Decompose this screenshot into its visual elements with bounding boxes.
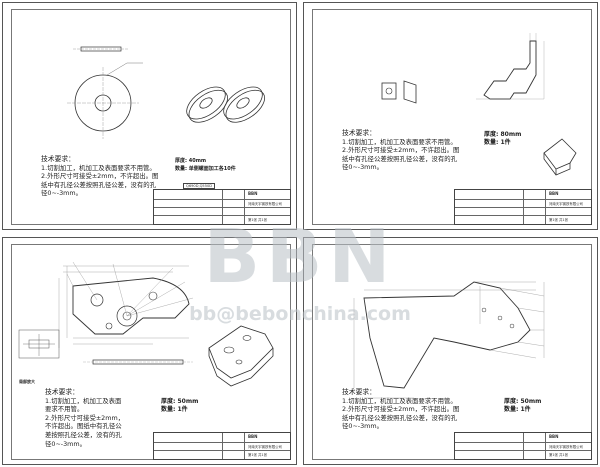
note-line: 1.切割加工，机加工及表面要求不用管。 — [342, 137, 457, 146]
note-line: 1.切割加工，机加工及表面要求不用管。 — [41, 163, 156, 172]
drawing-sheet-1: 技术要求： 1.切割加工，机加工及表面要求不用管。 2.外形尺寸可接受±2mm，… — [2, 2, 297, 230]
note-line: 2.外形尺寸可接受±2mm， — [45, 413, 125, 422]
thickness-label: 厚度: 50mm — [504, 398, 542, 405]
note-line: 径0~-3mm。 — [342, 163, 384, 172]
notes-title: 技术要求： — [342, 388, 376, 396]
notes-title: 技术要求： — [45, 388, 79, 396]
part-drawing-washer — [67, 46, 265, 139]
note-line: 1.切割加工，机加工及表面要求不用管。 — [342, 396, 457, 405]
notes-title: 技术要求： — [342, 129, 376, 137]
spec-block: 厚度: 80mm 数量: 1件 — [484, 131, 521, 147]
note-line: 纸中有孔径公差按照孔径公差，没有的孔 — [41, 180, 157, 189]
thickness-label: 厚度: 80mm — [484, 131, 522, 138]
technical-requirements: 技术要求： 1.切割加工，机加工及表面 要求不用管。 2.外形尺寸可接受±2mm… — [45, 388, 155, 448]
note-line: 径0~-3mm。 — [342, 422, 384, 431]
detail-label: 局部放大 — [19, 379, 35, 384]
title-block: BBN 河南天宇钢铁有限公司 第1张 共1张 — [454, 189, 592, 225]
spec-block: 厚度: 40mm 数量: 单侧螺面加工各10件 — [175, 157, 236, 173]
technical-requirements: 技术要求： 1.切割加工，机加工及表面要求不用管。 2.外形尺寸可接受±2mm，… — [41, 155, 181, 198]
sheet-border — [312, 9, 592, 225]
note-line: 纸中有孔径公差按照孔径公差，没有的孔 — [342, 413, 458, 422]
thickness-label: 厚度: 40mm — [175, 158, 207, 164]
title-block: BBN 河南天宇钢铁有限公司 第1张 共1张 — [454, 432, 592, 460]
note-line: 径0~-3mm。 — [45, 439, 87, 448]
title-block-logo: BBN — [549, 434, 559, 439]
title-block-logo: BBN — [248, 434, 258, 439]
title-block: BBN 河南天宇钢铁有限公司 第1张 共1张 — [153, 189, 291, 225]
quantity-label: 数量: 1件 — [504, 406, 531, 413]
drawing-sheet-4: 技术要求： 1.切割加工，机加工及表面要求不用管。 2.外形尺寸可接受±2mm，… — [303, 237, 598, 465]
note-line: 要求不用管。 — [45, 405, 84, 414]
notes-title: 技术要求： — [41, 155, 75, 163]
note-line: 径0~-3mm。 — [41, 189, 83, 198]
drawing-sheet-2: 技术要求： 1.切割加工，机加工及表面要求不用管。 2.外形尺寸可接受±2mm，… — [303, 2, 598, 230]
title-block-logo: BBN — [549, 191, 559, 196]
sheet-border — [11, 244, 291, 460]
title-block-sheet-no: 第1张 共1张 — [549, 218, 568, 222]
title-block-company: 河南天宇钢铁有限公司 — [549, 445, 583, 449]
material-tag: Q690D,Q550D — [183, 183, 216, 189]
note-line: 1.切割加工，机加工及表面 — [45, 396, 122, 405]
sheet-border — [11, 9, 291, 225]
note-line: 2.外形尺寸可接受±2mm，不许超出。图 — [342, 405, 460, 414]
note-line: 2.外形尺寸可接受±2mm，不许超出。图 — [342, 146, 460, 155]
part-drawing-blade — [353, 281, 545, 399]
title-block-company: 河南天宇钢铁有限公司 — [248, 202, 282, 206]
sheet-border — [312, 244, 592, 460]
title-block-sheet-no: 第1张 共1张 — [248, 218, 267, 222]
title-block: BBN 河南天宇钢铁有限公司 第1张 共1张 — [153, 432, 291, 460]
thickness-label: 厚度: 50mm — [161, 398, 199, 405]
spec-block: 厚度: 50mm 数量: 1件 — [504, 398, 541, 414]
quantity-label: 数量: 单侧螺面加工各10件 — [175, 166, 236, 172]
note-line: 纸中有孔径公差按照孔径公差，没有的孔 — [342, 154, 458, 163]
title-block-sheet-no: 第1张 共1张 — [248, 453, 267, 457]
part-drawing-plate — [18, 261, 274, 387]
title-block-company: 河南天宇钢铁有限公司 — [549, 202, 583, 206]
technical-requirements: 技术要求： 1.切割加工，机加工及表面要求不用管。 2.外形尺寸可接受±2mm，… — [342, 388, 512, 431]
part-drawing-bracket — [381, 33, 577, 176]
quantity-label: 数量: 1件 — [161, 406, 188, 413]
note-line: 2.外形尺寸可接受±2mm，不许超出。图 — [41, 172, 159, 181]
note-line: 差按照孔径公差，没有的孔 — [45, 430, 122, 439]
quantity-label: 数量: 1件 — [484, 139, 511, 146]
title-block-sheet-no: 第1张 共1张 — [549, 453, 568, 457]
spec-block: 厚度: 50mm 数量: 1件 — [161, 398, 198, 414]
drawing-sheet-3: 局部放大 技术要求： 1.切割加工，机加工及表面 要求不用管。 2.外形尺寸可接… — [2, 237, 297, 465]
technical-requirements: 技术要求： 1.切割加工，机加工及表面要求不用管。 2.外形尺寸可接受±2mm，… — [342, 129, 512, 172]
title-block-company: 河南天宇钢铁有限公司 — [248, 445, 282, 449]
title-block-logo: BBN — [248, 191, 258, 196]
note-line: 不许超出。图纸中有孔径公 — [45, 422, 122, 431]
